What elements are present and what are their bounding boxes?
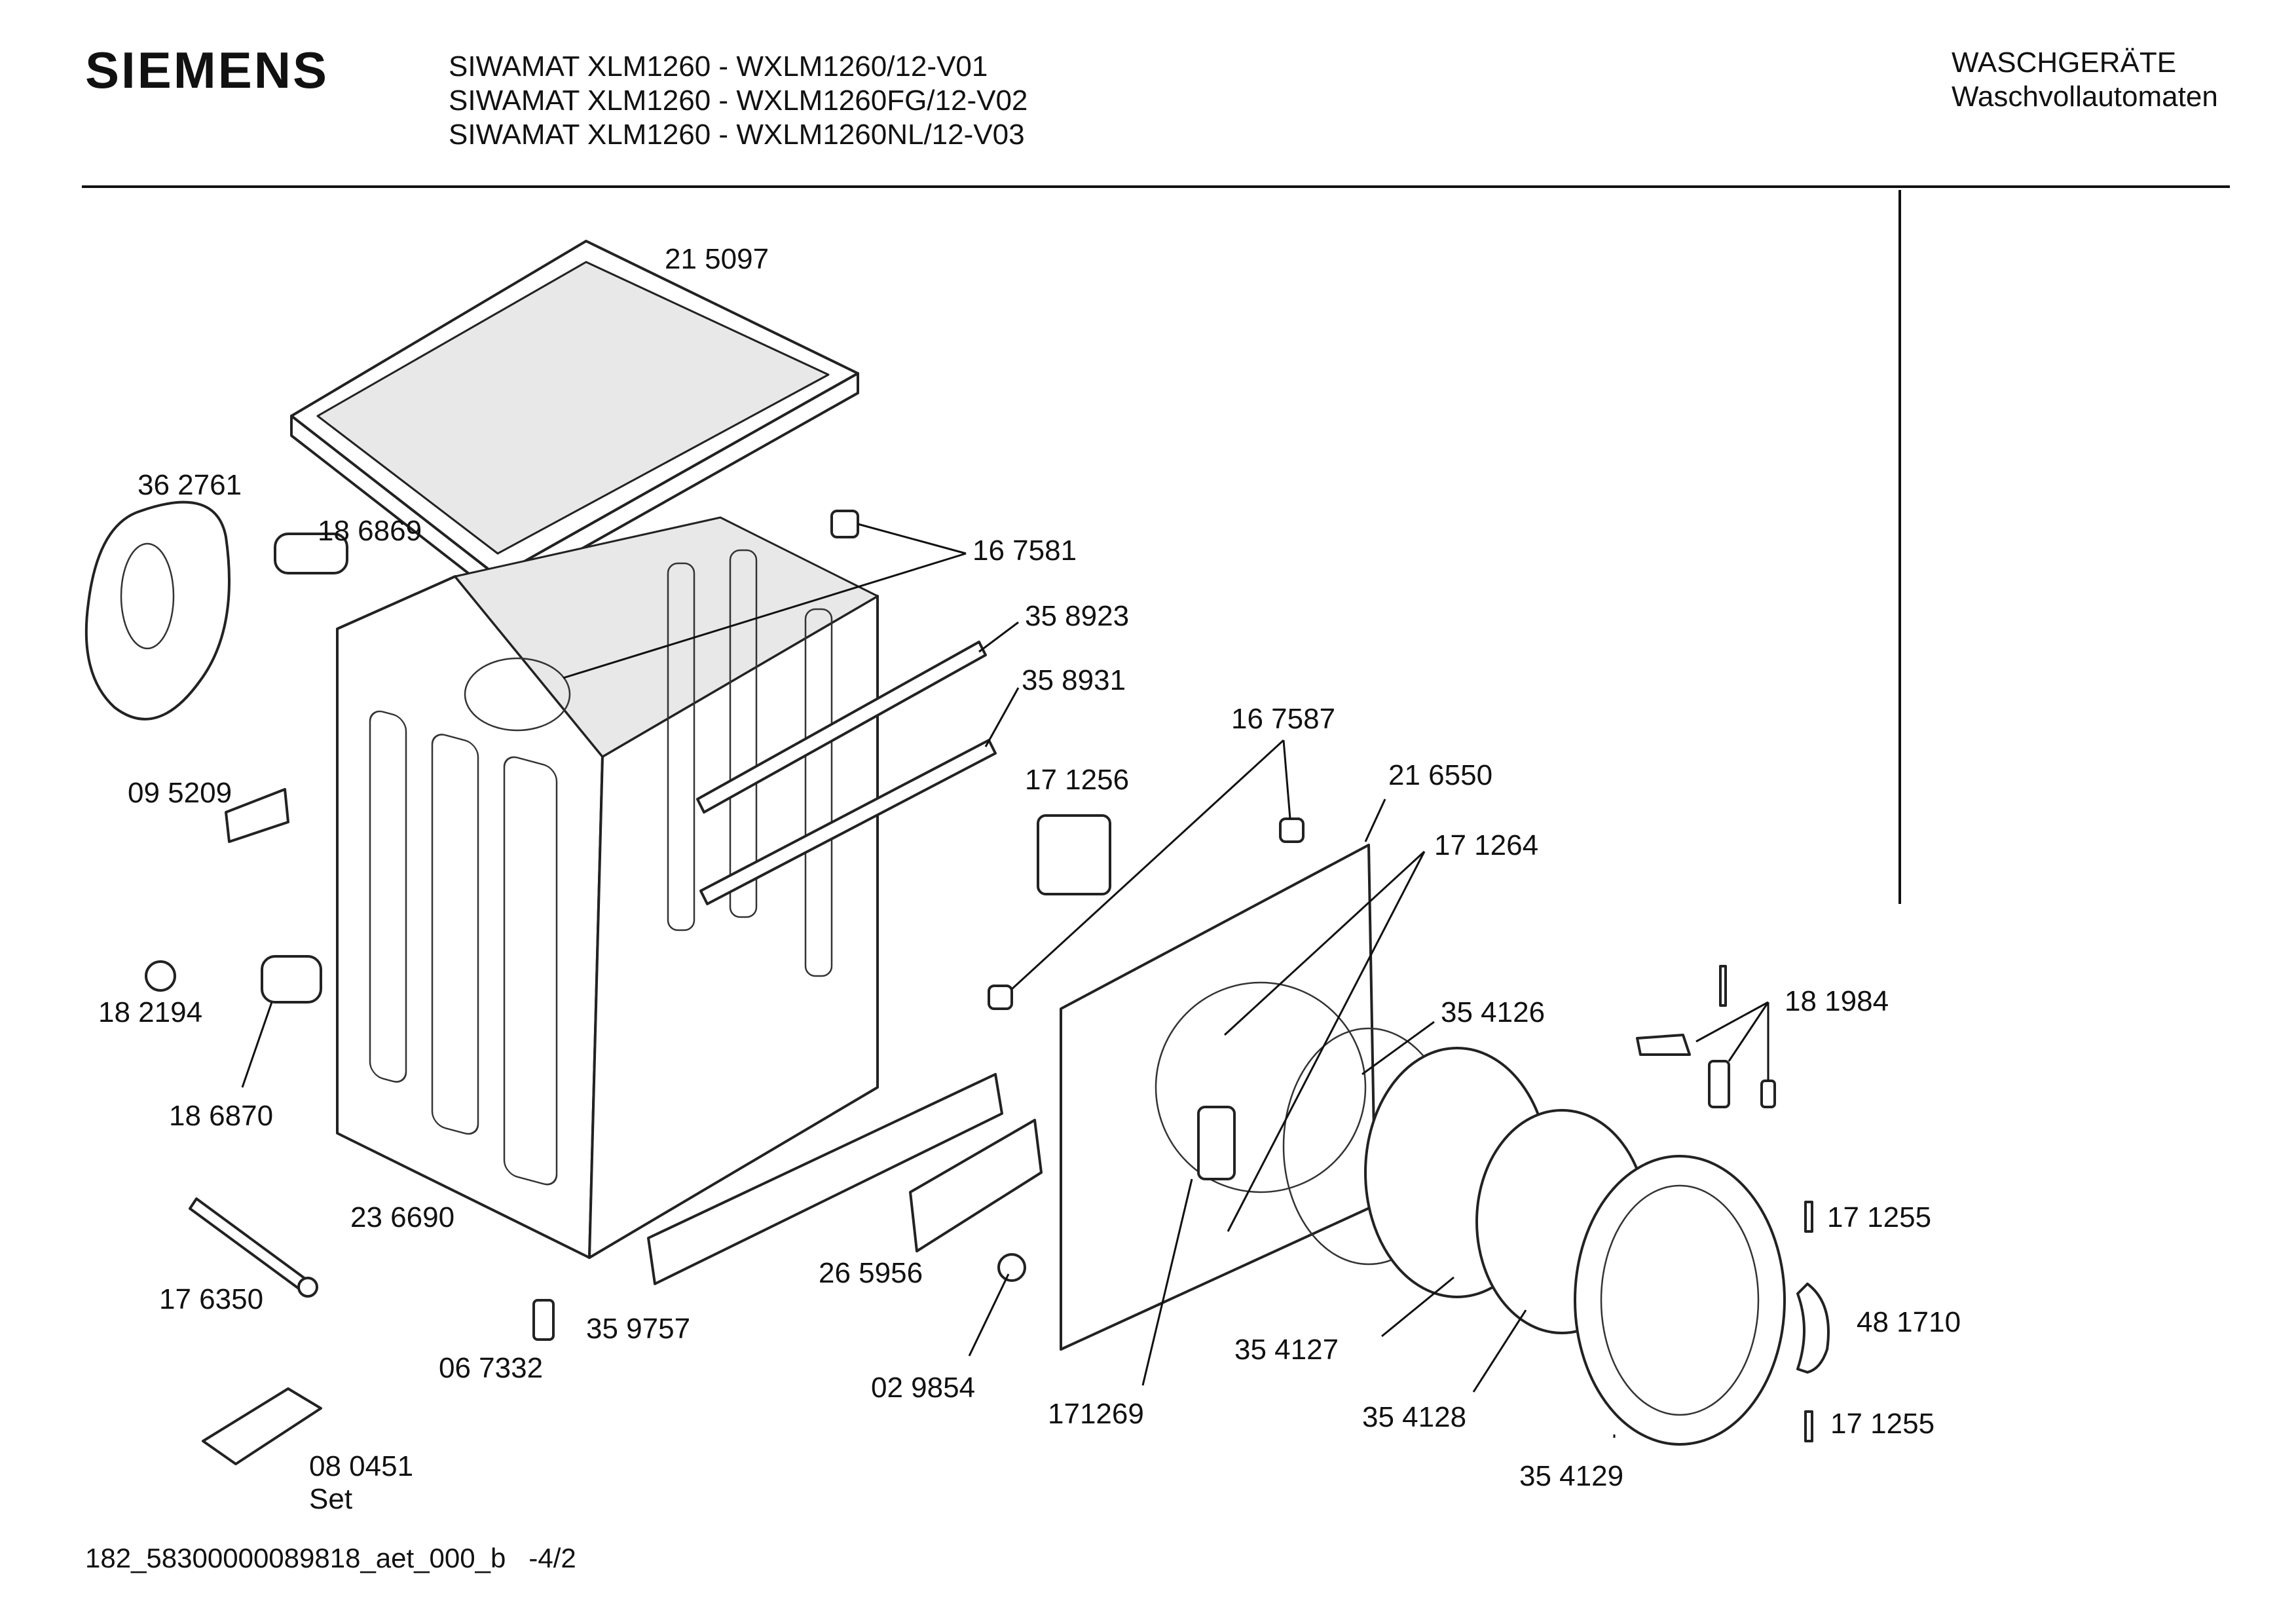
plinth-drawing — [647, 1073, 1043, 1285]
lock-171256-drawing — [1037, 814, 1111, 895]
top-cover-drawing — [290, 240, 859, 597]
part-label: 26 5956 — [819, 1257, 923, 1289]
part-label: 18 2194 — [98, 996, 202, 1028]
vertical-divider — [1898, 190, 1901, 904]
document-code: 182_58300000089818_aet_000_b — [85, 1543, 506, 1573]
foot-067332-drawing — [532, 1299, 555, 1341]
knob-029854-drawing — [997, 1253, 1026, 1282]
category-subtitle: Waschvollautomaten — [1952, 81, 2218, 113]
part-label: 18 6869 — [318, 515, 422, 547]
front-panel-drawing — [1060, 844, 1377, 1351]
rear-cover-drawing — [84, 500, 231, 721]
category-block: WASCHGERÄTE Waschvollautomaten — [1952, 46, 2218, 114]
door-assembly-drawing — [1282, 1027, 1830, 1446]
model-line-3: SIWAMAT XLM1260 - WXLM1260NL/12-V03 — [449, 119, 1025, 151]
part-label: 06 7332 — [439, 1352, 543, 1384]
part-label: 171269 — [1048, 1398, 1144, 1430]
pin-171255a-drawing — [1804, 1201, 1813, 1233]
hinge-plate-drawing — [1708, 1060, 1730, 1108]
leader-lines — [241, 523, 1769, 1438]
door-frame-354129-drawing — [1574, 1155, 1786, 1446]
cabinet-housing-drawing — [336, 516, 879, 1259]
small-parts-drawing — [145, 510, 1305, 1465]
part-label: 18 6870 — [169, 1100, 273, 1132]
part-label: 35 9757 — [586, 1313, 690, 1345]
hinge-screw-drawing — [1760, 1079, 1776, 1108]
part-label: 17 1255 — [1830, 1408, 1935, 1440]
part-label: 17 1256 — [1025, 764, 1129, 796]
knob-182194-drawing — [145, 960, 176, 992]
bracket-080451-drawing — [202, 1387, 322, 1465]
part-labels: 21 5097 36 2761 18 6869 16 7581 35 8923 … — [98, 243, 1961, 1515]
part-label: 36 2761 — [138, 469, 242, 501]
part-label: 35 8931 — [1022, 664, 1126, 696]
wrench-176350-drawing — [189, 1197, 309, 1292]
part-label: 35 4126 — [1441, 996, 1545, 1028]
part-label: 35 8923 — [1025, 600, 1129, 632]
part-label: 35 4129 — [1519, 1460, 1623, 1492]
hinge-pin-drawing — [1719, 965, 1727, 1007]
part-label: 21 5097 — [665, 243, 769, 275]
footer-document-code: 182_58300000089818_aet_000_b -4/2 — [85, 1543, 576, 1574]
model-line-2: SIWAMAT XLM1260 - WXLM1260FG/12-V02 — [449, 84, 1028, 117]
model-list: SIWAMAT XLM1260 - WXLM1260/12-V01 SIWAMA… — [449, 50, 1028, 152]
pin-171255b-drawing — [1804, 1410, 1813, 1442]
category-title: WASCHGERÄTE — [1952, 47, 2177, 79]
rail-358931-drawing — [699, 739, 997, 905]
part-label: 35 4128 — [1362, 1401, 1466, 1433]
part-label: Set — [309, 1483, 352, 1515]
part-label: 35 4127 — [1234, 1334, 1339, 1366]
rail-358923-drawing — [696, 641, 987, 814]
header-divider — [82, 185, 2230, 188]
part-label: 17 1255 — [1827, 1201, 1931, 1233]
filter-186870-drawing — [261, 955, 322, 1004]
part-label: 17 1264 — [1434, 829, 1538, 861]
model-line-1: SIWAMAT XLM1260 - WXLM1260/12-V01 — [449, 50, 988, 83]
hinge-clip-drawing — [1636, 1034, 1691, 1056]
part-label: 17 6350 — [159, 1283, 263, 1315]
hinge-parts-drawing — [1636, 965, 1776, 1108]
part-label: 23 6690 — [350, 1201, 454, 1233]
part-label: 16 7581 — [972, 535, 1077, 567]
brand-logo: SIEMENS — [85, 41, 329, 99]
part-label: 09 5209 — [128, 777, 232, 809]
part-label: 02 9854 — [871, 1372, 975, 1404]
clip-167587a-drawing — [1279, 817, 1305, 843]
part-label: 21 6550 — [1388, 759, 1492, 791]
part-label: 16 7587 — [1231, 703, 1335, 735]
clip-095209-drawing — [225, 788, 289, 843]
filter-186869-drawing — [274, 533, 348, 574]
page-number: -4/2 — [528, 1543, 576, 1573]
clip-167581-drawing — [830, 510, 859, 538]
part-label: 18 1984 — [1785, 985, 1889, 1017]
handle-481710-drawing — [1796, 1283, 1830, 1374]
part-label: 08 0451 — [309, 1450, 413, 1482]
clip-167587b-drawing — [988, 985, 1013, 1010]
part-label: 48 1710 — [1857, 1306, 1961, 1338]
